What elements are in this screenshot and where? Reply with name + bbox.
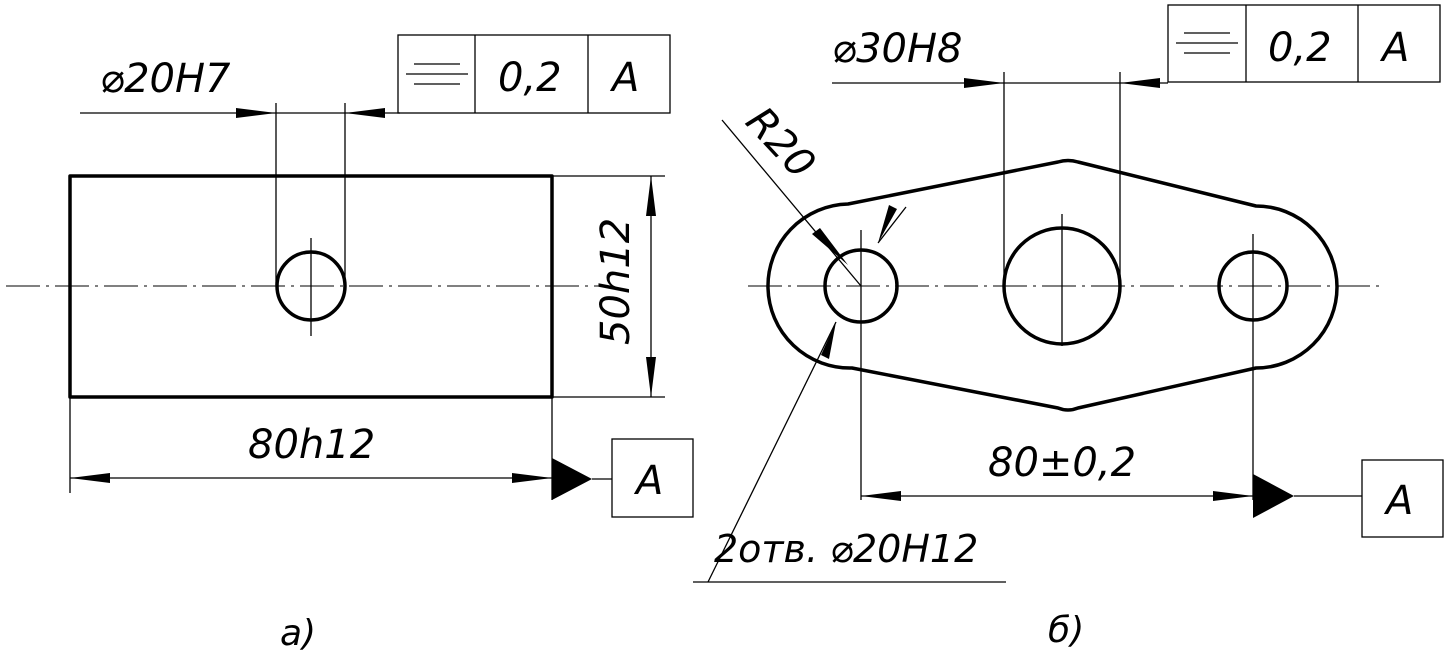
- view-a-datum-label: A: [633, 458, 663, 504]
- datum-triangle-icon: [1253, 474, 1294, 518]
- view-b-radius-dimension: R20: [721, 98, 907, 287]
- view-b-center-hole-dimension: ⌀30H8: [832, 26, 1168, 285]
- view-b-tolerance-frame: 0,2 A: [1167, 4, 1441, 83]
- view-a-width-dim-label: 80h12: [248, 422, 375, 468]
- view-b-distance-dim-label: 80±0,2: [988, 440, 1136, 486]
- view-b-flange-outline: [766, 158, 1339, 412]
- view-a-width-dimension: 80h12: [69, 397, 553, 500]
- view-a-hole-dimension: ⌀20H7: [80, 56, 400, 285]
- view-a: ⌀20H7 50h12 80h12 A: [6, 34, 694, 654]
- view-b-radius-dim-label: R20: [737, 98, 824, 187]
- parallelism-symbol-icon: [406, 63, 468, 85]
- view-b-caption: б): [1048, 610, 1084, 651]
- view-a-caption: а): [280, 613, 316, 654]
- view-b-center-hole-dim-label: ⌀30H8: [832, 26, 963, 72]
- view-b-distance-dimension: 80±0,2: [861, 440, 1253, 501]
- view-a-height-dim-label: 50h12: [593, 218, 639, 345]
- view-b-datum-label: A: [1383, 478, 1413, 524]
- parallelism-symbol-icon: [1176, 32, 1238, 54]
- view-a-datum-marker: A: [552, 438, 694, 518]
- view-b-tolerance-datum: A: [1379, 25, 1409, 71]
- view-b-holes-note: 2отв. ⌀20H12: [714, 527, 978, 571]
- view-a-height-dimension: 50h12: [552, 175, 665, 398]
- view-b-datum-marker: A: [1253, 459, 1444, 538]
- view-a-tolerance-datum: A: [609, 55, 639, 101]
- view-a-hole-dim-label: ⌀20H7: [100, 56, 231, 102]
- view-b: ⌀30H8 R20 80±0,2 2отв. ⌀20H12: [693, 4, 1444, 651]
- view-b-holes-leader: 2отв. ⌀20H12: [693, 321, 1006, 583]
- datum-triangle-icon: [552, 458, 592, 500]
- view-a-tolerance-value: 0,2: [498, 55, 562, 101]
- view-a-tolerance-frame: 0,2 A: [397, 34, 671, 114]
- view-b-tolerance-value: 0,2: [1268, 25, 1332, 71]
